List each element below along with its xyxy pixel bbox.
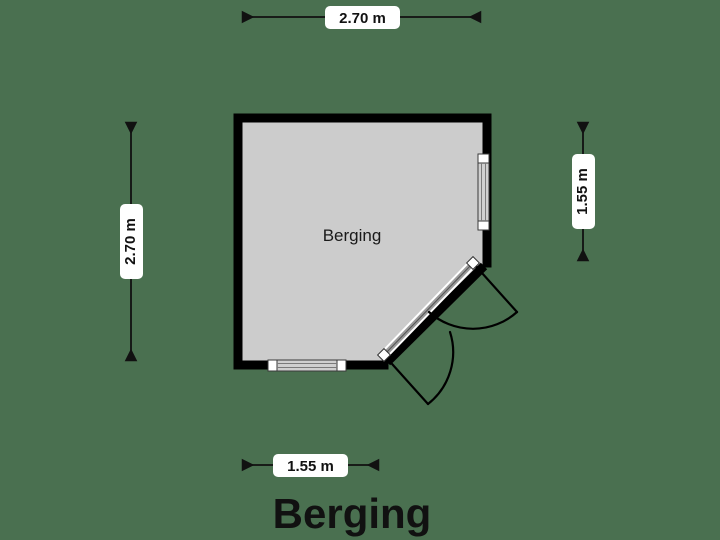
wall-diagonal bbox=[383, 262, 488, 366]
door-leaf-centerline bbox=[383, 262, 474, 356]
dimension-bottom: 1.55 m bbox=[241, 454, 380, 477]
room-floor-fill bbox=[238, 118, 487, 365]
dimension-top-label: 2.70 m bbox=[339, 10, 386, 27]
room-label: Berging bbox=[323, 226, 382, 245]
window-right-glass bbox=[477, 162, 490, 222]
door-upper-hinge bbox=[465, 255, 481, 271]
door-upper-leaf-open bbox=[471, 261, 519, 314]
dimension-left-label-bg bbox=[120, 204, 143, 279]
door-diagonal-assembly bbox=[376, 255, 519, 406]
window-bottom-glass bbox=[276, 359, 338, 372]
door-swing-lower bbox=[382, 330, 455, 406]
window-right-wall bbox=[477, 153, 490, 231]
dimension-left-label: 2.70 m bbox=[122, 218, 139, 265]
window-bottom-wall bbox=[267, 359, 347, 372]
dimension-top-label-bg bbox=[325, 6, 400, 29]
dimension-left: 2.70 m bbox=[120, 121, 143, 362]
door-upper-arc bbox=[427, 310, 519, 330]
door-lower-leaf-open bbox=[382, 353, 430, 406]
dimension-right-label-bg bbox=[572, 154, 595, 229]
plan-title: Berging bbox=[273, 490, 432, 537]
dimension-top: 2.70 m bbox=[241, 6, 482, 29]
dimension-bottom-label: 1.55 m bbox=[287, 458, 334, 475]
door-lower-arc bbox=[426, 330, 455, 406]
dimension-right: 1.55 m bbox=[572, 121, 595, 262]
dimension-bottom-label-bg bbox=[273, 454, 348, 477]
dimension-right-label: 1.55 m bbox=[574, 168, 591, 215]
door-lower-hinge bbox=[376, 347, 392, 363]
door-swing-upper bbox=[427, 261, 519, 330]
